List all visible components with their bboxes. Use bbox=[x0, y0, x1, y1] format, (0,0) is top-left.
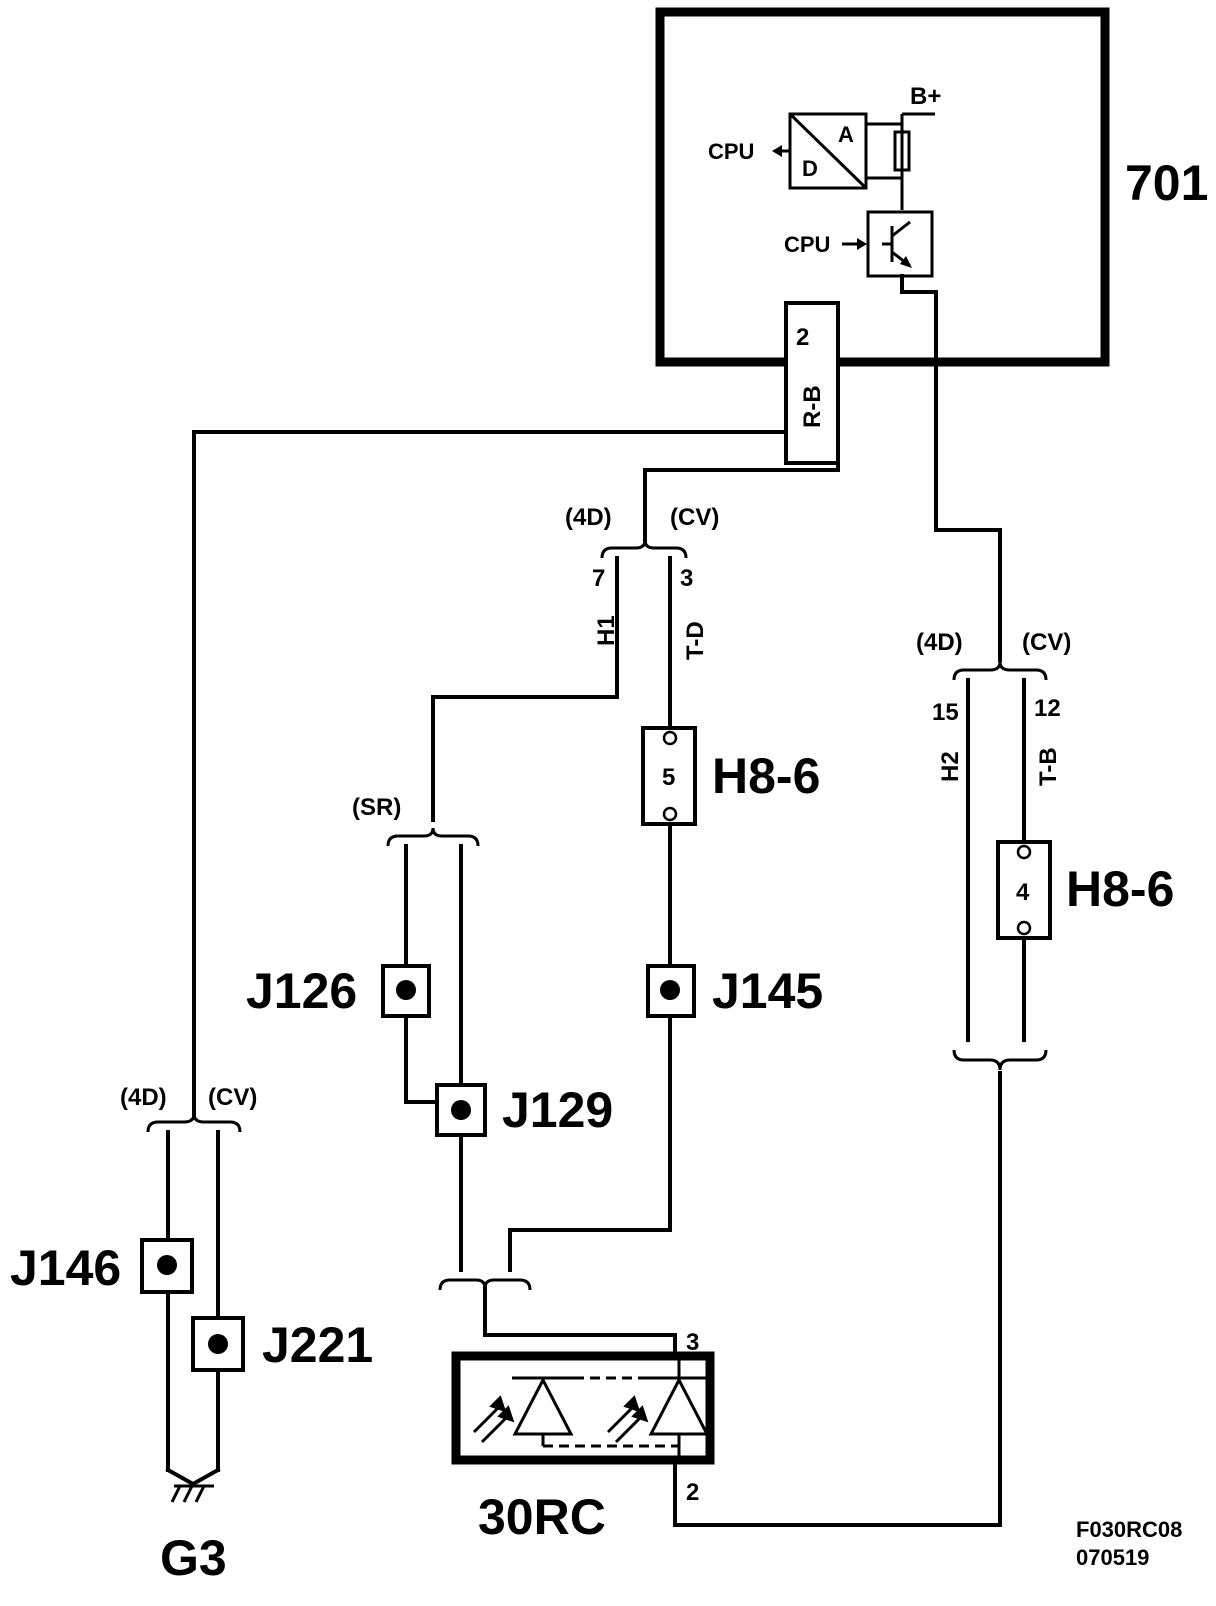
sensor-pin2-label: 2 bbox=[686, 1479, 699, 1506]
j221-label: J221 bbox=[262, 1317, 373, 1373]
figure-date: 070519 bbox=[1076, 1545, 1149, 1570]
h8-6-pin4-number: 4 bbox=[1016, 879, 1030, 906]
splice-mid-right-label: (CV) bbox=[670, 504, 719, 531]
splice-right-pin-a: 15 bbox=[932, 699, 959, 726]
j145-label: J145 bbox=[712, 963, 823, 1019]
wire-h1 bbox=[431, 556, 619, 822]
splice-sr-label: (SR) bbox=[352, 794, 401, 821]
j129-label: J129 bbox=[502, 1082, 613, 1138]
splice-right-left-label: (4D) bbox=[916, 629, 963, 656]
cpu-in-arrow-icon bbox=[857, 238, 867, 250]
wire-rb-middle bbox=[643, 430, 840, 542]
adc-a-label: A bbox=[838, 122, 854, 147]
wire-ecu-to-right-splice bbox=[900, 274, 938, 532]
b-plus-label: B+ bbox=[910, 83, 941, 110]
h8-6-pin5-label: H8-6 bbox=[712, 748, 820, 804]
h8-6-pin5-number: 5 bbox=[662, 764, 675, 791]
adc-diagonal bbox=[788, 112, 868, 190]
cpu-in-label: CPU bbox=[784, 232, 830, 257]
j126-label: J126 bbox=[246, 963, 357, 1019]
light-arrows-right-icon bbox=[606, 1395, 649, 1444]
splice-left-bracket bbox=[146, 1113, 242, 1133]
adc-d-label: D bbox=[802, 156, 818, 181]
j146-label: J146 bbox=[10, 1240, 121, 1296]
splice-mid-pin-a: 7 bbox=[592, 565, 605, 592]
ecu-pin-label: 2 bbox=[796, 324, 809, 351]
ecu-pin-wire-label: R-B bbox=[799, 385, 826, 428]
output-transistor bbox=[866, 210, 934, 278]
ecu-label: 701 bbox=[1125, 155, 1208, 211]
splice-mid-bracket bbox=[600, 539, 688, 559]
wire-sensor-pin2 bbox=[673, 1071, 1002, 1527]
ground-icon bbox=[170, 1484, 214, 1503]
splice-sr-bracket bbox=[386, 827, 480, 847]
splice-mid-wire-b: T-D bbox=[682, 621, 709, 660]
splice-mid-left-label: (4D) bbox=[565, 504, 612, 531]
ecu-connector-pin2 bbox=[784, 301, 840, 465]
cpu-out-label: CPU bbox=[708, 139, 754, 164]
splice-right-lower-bracket bbox=[952, 1049, 1048, 1071]
splice-right-wire-a: H2 bbox=[937, 751, 964, 782]
splice-right-wire-b: T-B bbox=[1035, 747, 1062, 786]
light-arrows-left-icon bbox=[472, 1395, 515, 1444]
cpu-out-arrow-icon bbox=[772, 145, 782, 157]
splice-right-right-label: (CV) bbox=[1022, 629, 1071, 656]
wire-sensor-pin3 bbox=[483, 1286, 677, 1358]
wire-rb-left bbox=[192, 430, 788, 1117]
ground-label: G3 bbox=[160, 1530, 227, 1586]
splice-left-left-label: (4D) bbox=[120, 1084, 167, 1111]
ecu-701-box bbox=[655, 7, 1110, 367]
sensor-label: 30RC bbox=[478, 1489, 606, 1545]
pullup-resistor bbox=[893, 130, 911, 172]
splice-left-right-label: (CV) bbox=[208, 1084, 257, 1111]
splice-right-bracket bbox=[952, 661, 1048, 681]
splice-right-pin-b: 12 bbox=[1034, 695, 1061, 722]
figure-code: F030RC08 bbox=[1076, 1517, 1182, 1542]
splice-mid-pin-b: 3 bbox=[680, 565, 693, 592]
sensor-pin3-label: 3 bbox=[686, 1329, 699, 1356]
h8-6-pin4-label: H8-6 bbox=[1066, 861, 1174, 917]
j221-junction bbox=[191, 1316, 245, 1372]
